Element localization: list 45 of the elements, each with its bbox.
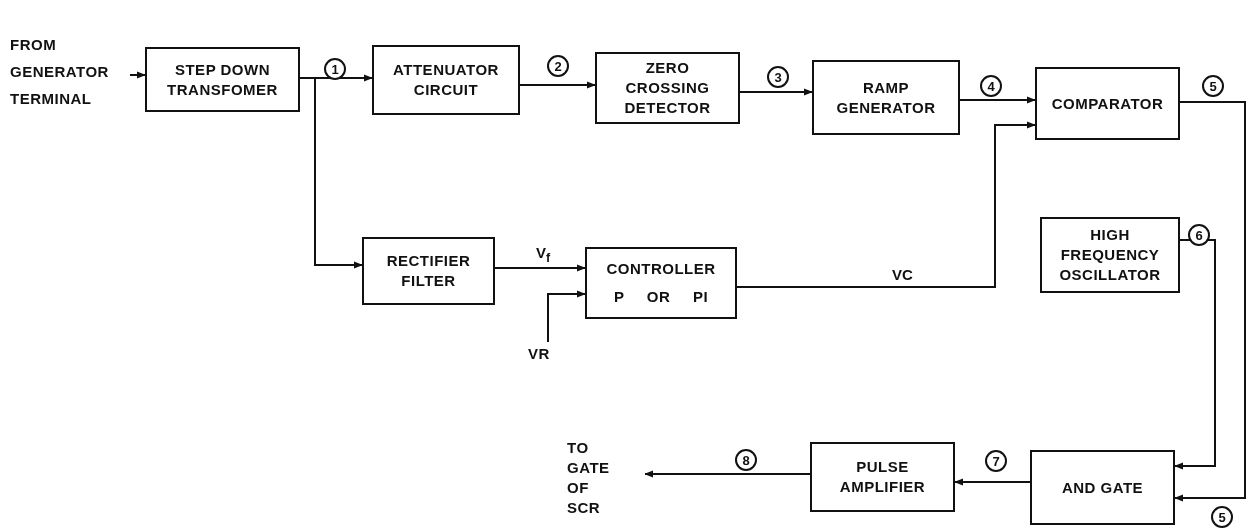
callout-number: 6 [1188, 224, 1210, 246]
callout-number: 2 [547, 55, 569, 77]
arrow [494, 264, 586, 272]
arrow [1174, 239, 1216, 470]
signal-label: VR [528, 344, 550, 364]
callout-number: 5 [1211, 506, 1233, 528]
block-box [1030, 450, 1175, 525]
arrow [739, 88, 813, 96]
callout-number: 5 [1202, 75, 1224, 97]
block-box [585, 247, 737, 319]
block-label: PULSE AMPLIFIER [838, 457, 927, 497]
callout-number: 7 [985, 450, 1007, 472]
block-label: STEP DOWN TRANSFOMER [166, 59, 279, 100]
callout-number: 4 [980, 75, 1002, 97]
callout-number: 3 [767, 66, 789, 88]
signal-label: FROM GENERATOR TERMINAL [10, 34, 110, 109]
block-label: AND GATE [1061, 477, 1144, 498]
block-box [372, 45, 520, 115]
signal-label: TO GATE OF SCR [567, 438, 611, 518]
block-label: P OR PI [613, 287, 709, 307]
block-label: RECTIFIER FILTER [385, 251, 472, 291]
block-label: ATTENUATOR CIRCUIT [392, 60, 500, 100]
block-box [362, 237, 495, 305]
arrow [129, 71, 146, 79]
callout-number: 1 [324, 58, 346, 80]
block-label: ZERO CROSSING DETECTOR [623, 58, 712, 118]
arrow [644, 470, 811, 478]
block-label: COMPARATOR [1051, 93, 1164, 114]
arrow [519, 81, 596, 89]
arrow [547, 290, 586, 343]
arrow [1174, 101, 1246, 502]
block-box [812, 60, 960, 135]
arrow [736, 121, 1036, 288]
block-label: RAMP GENERATOR [835, 77, 937, 118]
block-box [595, 52, 740, 124]
arrow [299, 77, 363, 269]
block-box [1035, 67, 1180, 140]
block-label: CONTROLLER [606, 259, 716, 279]
block-box [145, 47, 300, 112]
block-label: HIGH FREQUENCY OSCILLATOR [1058, 225, 1162, 285]
callout-number: 8 [735, 449, 757, 471]
block-box [1040, 217, 1180, 293]
block-box [810, 442, 955, 512]
arrow [954, 478, 1031, 486]
arrow [959, 96, 1036, 104]
